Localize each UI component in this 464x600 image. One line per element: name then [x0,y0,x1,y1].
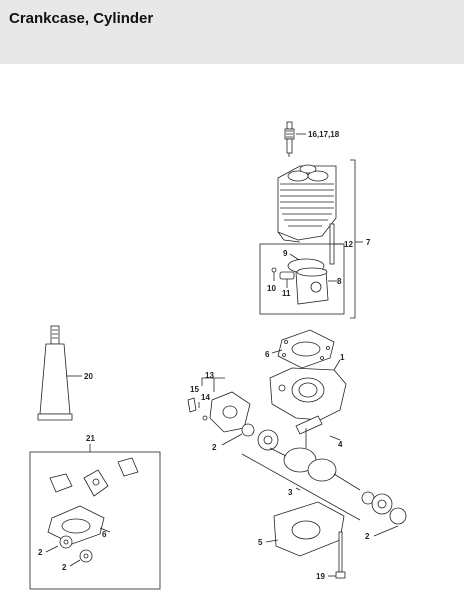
spark-plug [284,121,306,157]
cylinder-bracket [350,159,363,319]
piston-frame [259,243,345,315]
gasket-set-box [29,444,161,590]
callout-12: 12 [344,240,353,249]
callout-10: 10 [267,284,276,293]
callout-20: 20 [84,372,93,381]
callout-21: 21 [86,434,95,443]
set-gasket-large [47,505,111,545]
callout-13: 13 [205,371,214,380]
ball-bearing-left [221,423,279,451]
crankshaft [269,415,361,491]
piston [295,267,337,305]
callout-19: 19 [316,572,325,581]
header-bar: Crankcase, Cylinder [0,0,464,64]
callout-2-set-a: 2 [38,548,43,557]
cylinder-gasket [271,329,335,369]
bracket-13 [201,377,225,392]
callout-14: 14 [201,393,210,402]
page-title: Crankcase, Cylinder [9,10,154,27]
callout-9: 9 [283,249,288,258]
callout-1: 1 [340,353,345,362]
circlip [271,267,277,281]
crankcase-upper [269,359,347,421]
callout-11: 11 [282,289,291,298]
cylinder [277,164,337,243]
callout-4: 4 [338,440,343,449]
callout-5: 5 [258,538,263,547]
callout-15: 15 [190,385,199,394]
callout-7: 7 [366,238,371,247]
callout-8: 8 [337,277,342,286]
ball-bearing-right [361,491,407,537]
callout-2-set-b: 2 [62,563,67,572]
crankcase-lower [265,501,345,557]
shaft-guide-line [241,453,361,521]
callout-6-set: 6 [102,530,107,539]
callout-2-right: 2 [365,532,370,541]
set-seal-left [45,535,73,553]
set-gasket-small [49,457,139,497]
callout-6-top: 6 [265,350,270,359]
screw [328,531,346,579]
small-clip [187,397,208,421]
callout-3: 3 [288,488,293,497]
set-seal-right [69,549,93,567]
piston-pin [279,271,295,288]
callout-2-left: 2 [212,443,217,452]
grease-tube [37,325,82,421]
callout-spark-plug: 16,17,18 [308,130,340,139]
